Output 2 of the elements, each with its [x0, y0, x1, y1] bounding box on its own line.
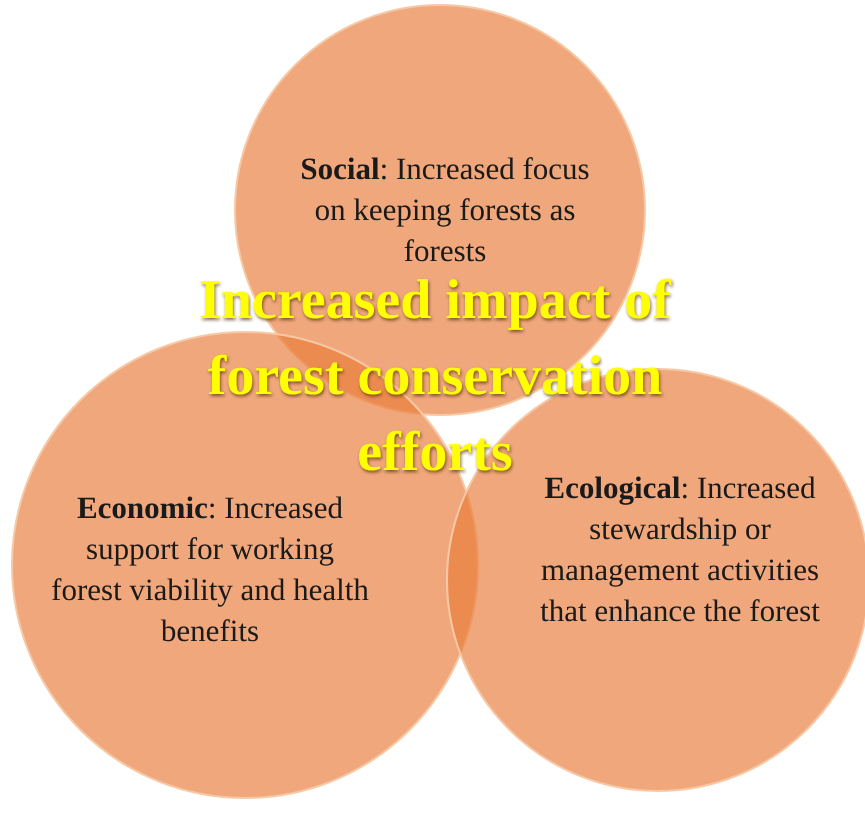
circle-description: Economic: Increased support for working forest viability and health benefits: [50, 489, 370, 650]
circle-description: Social: Increased focus on keeping forests as forests: [299, 150, 591, 270]
